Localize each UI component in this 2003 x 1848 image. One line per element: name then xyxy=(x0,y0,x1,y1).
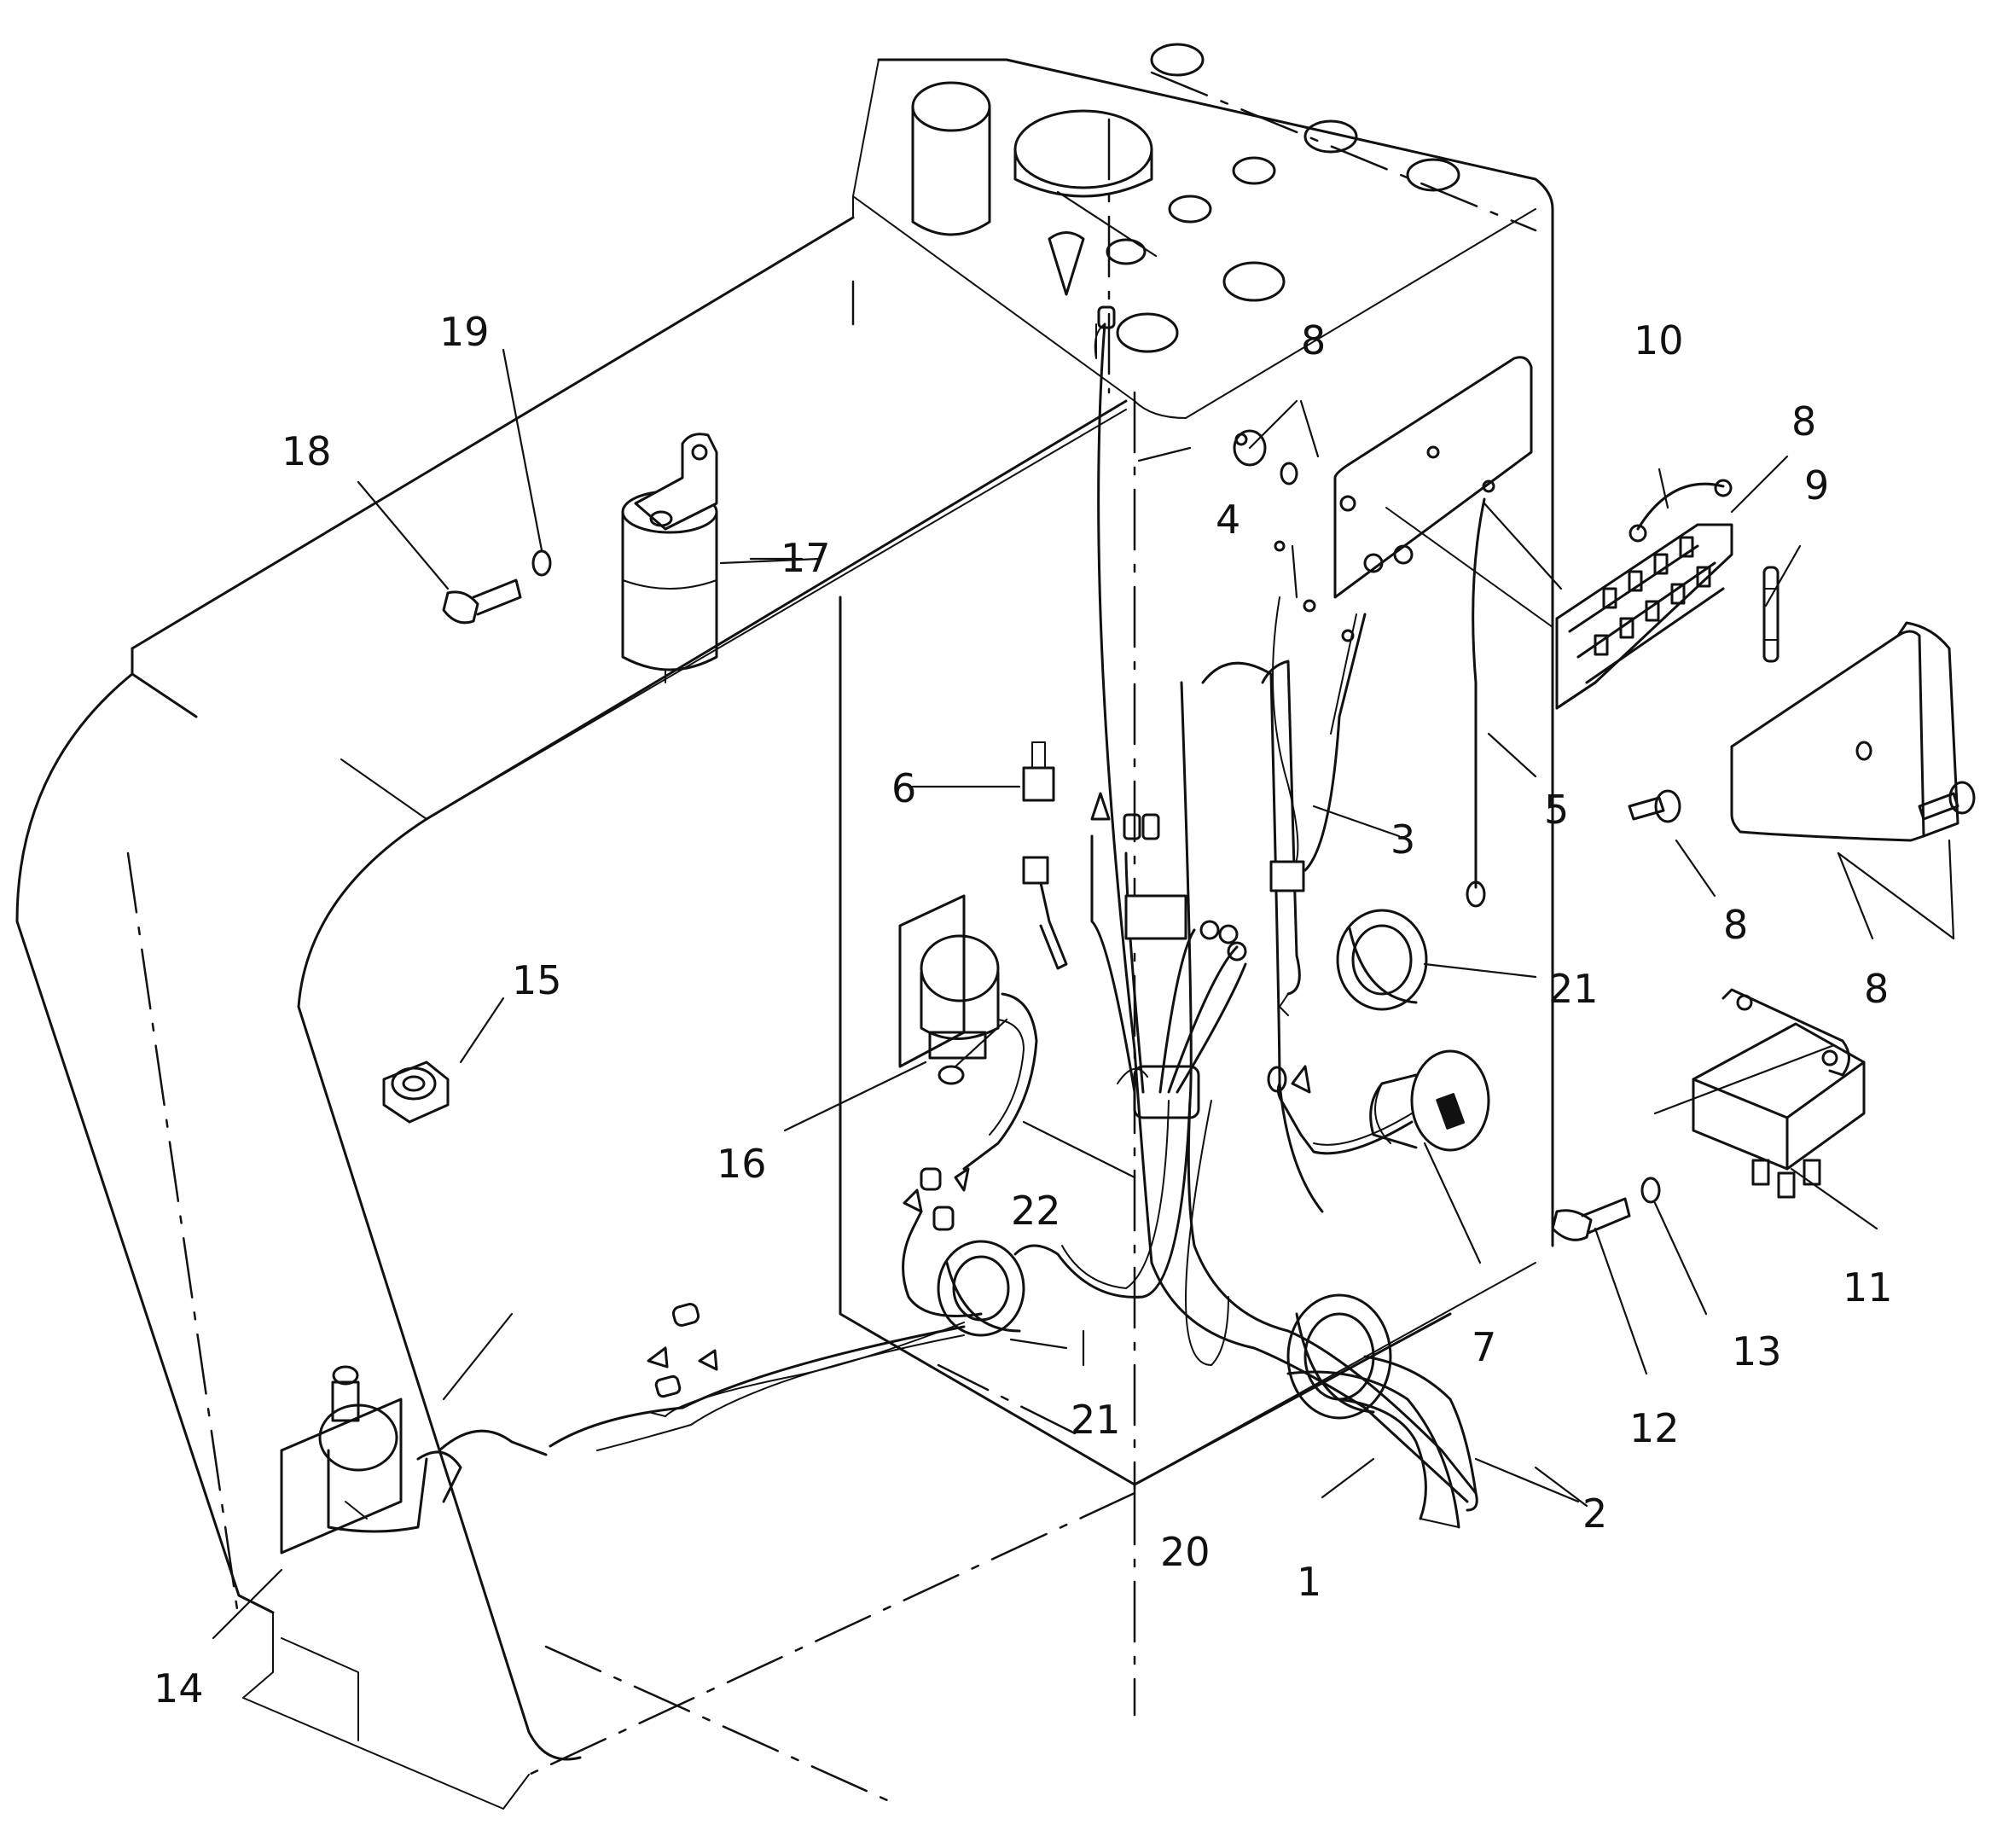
fuse-box-cover xyxy=(1730,621,1959,842)
callout-7: 7 xyxy=(1472,1324,1496,1370)
part-18-bolt xyxy=(442,578,522,625)
jumper-wire xyxy=(1629,479,1733,543)
callout-8-top: 8 xyxy=(1301,317,1326,363)
callout-12: 12 xyxy=(1629,1405,1680,1451)
callout-11: 11 xyxy=(1843,1264,1893,1310)
part-15-nut xyxy=(382,1061,450,1124)
callout-16: 16 xyxy=(717,1141,767,1187)
callout-18: 18 xyxy=(282,428,332,474)
callout-19: 19 xyxy=(439,309,490,355)
callout-22: 22 xyxy=(1011,1188,1061,1234)
callout-15: 15 xyxy=(512,957,562,1003)
dash-gauges xyxy=(911,43,1460,353)
callout-9: 9 xyxy=(1804,462,1829,508)
part-17-solenoid xyxy=(621,433,718,683)
grommet-21-left xyxy=(937,1240,1025,1337)
fuse xyxy=(1762,566,1779,663)
screw-fuse-box xyxy=(1628,789,1681,823)
grommet-20 xyxy=(1286,1293,1392,1420)
callout-2: 2 xyxy=(1582,1491,1607,1537)
callout-6: 6 xyxy=(891,765,916,811)
part-19-washer xyxy=(531,549,552,577)
part-13-washer xyxy=(1640,1177,1661,1204)
callout-3: 3 xyxy=(1390,816,1415,863)
part-12-bolt xyxy=(1551,1197,1631,1241)
left-harness-branch xyxy=(549,1099,1192,1451)
part-7-gauge xyxy=(1267,1049,1490,1155)
harness-connectors xyxy=(1022,792,1247,970)
callout-5: 5 xyxy=(1544,787,1569,833)
screw-cover xyxy=(1918,781,1976,821)
part-3-connector xyxy=(1269,805,1401,892)
fuse-box xyxy=(1385,502,1733,710)
part-6-connector xyxy=(911,741,1055,802)
callout-8-cover-screw: 8 xyxy=(1864,966,1889,1012)
wire-harness xyxy=(1090,305,1486,1503)
callout-17: 17 xyxy=(781,535,831,581)
callout-8-screw: 8 xyxy=(1723,902,1748,948)
part-16-switch xyxy=(898,894,1038,1171)
main-cables xyxy=(1286,1355,1478,1529)
callout-13: 13 xyxy=(1732,1328,1782,1374)
callout-20: 20 xyxy=(1160,1529,1211,1575)
cabinet-outline xyxy=(15,58,1554,1810)
part-14-switch xyxy=(280,1365,548,1555)
callout-1: 1 xyxy=(1297,1559,1321,1605)
nut-and-washer-8 xyxy=(1233,429,1298,485)
callout-21-right: 21 xyxy=(1548,966,1599,1012)
callout-14: 14 xyxy=(154,1665,204,1711)
callout-4: 4 xyxy=(1216,497,1240,543)
callout-8-fuse-box: 8 xyxy=(1791,398,1816,445)
part-11-relay xyxy=(1692,988,1866,1199)
grommet-21-right xyxy=(1336,909,1428,1011)
leader-lines xyxy=(212,190,1955,1640)
callout-labels: 1 2 3 4 5 6 7 8 8 8 8 9 10 11 12 13 14 1… xyxy=(154,309,1893,1711)
callout-10: 10 xyxy=(1634,317,1684,363)
callout-21-left: 21 xyxy=(1071,1397,1121,1443)
fuse-panel-mount xyxy=(1234,356,1533,642)
